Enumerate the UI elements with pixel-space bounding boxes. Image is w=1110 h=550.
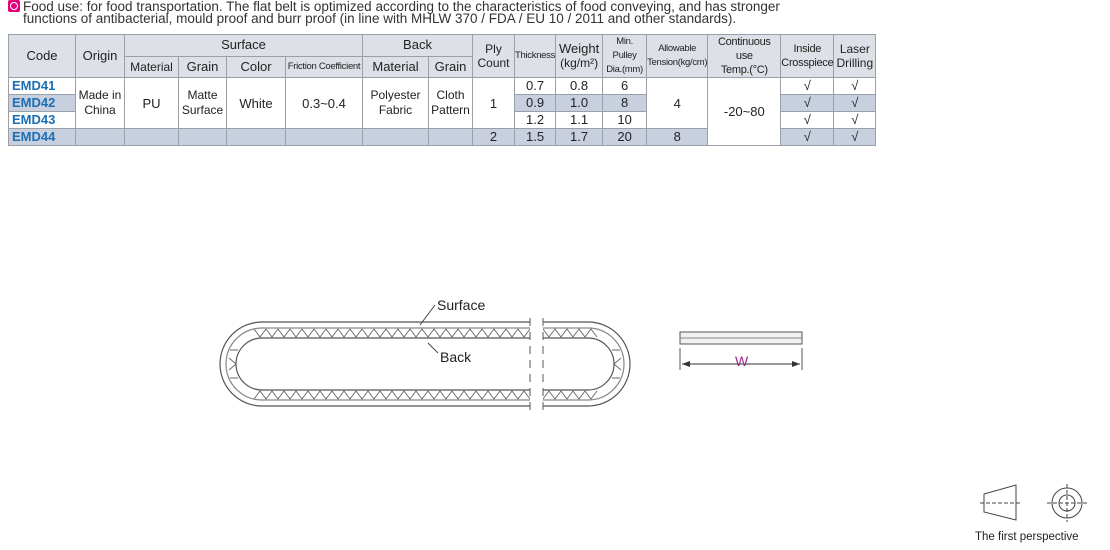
cell-empty: [428, 128, 473, 146]
cell-laser: √: [833, 128, 877, 146]
belt-cross-section: [679, 331, 803, 370]
belt-loop-right: [543, 321, 631, 407]
header-surface-color: Color: [226, 55, 286, 78]
cell-crosspiece: √: [780, 128, 835, 146]
belt-loop-left: [219, 321, 530, 407]
cell-origin-empty: [75, 128, 125, 146]
cell-pulley: 20: [602, 128, 648, 146]
bullet-icon: [8, 0, 20, 12]
cell-empty: [362, 128, 429, 146]
cell-thickness: 1.5: [513, 128, 557, 146]
header-weight: Weight(kg/m²): [555, 34, 604, 78]
leader-lines: [419, 304, 439, 354]
header-origin: Origin: [75, 34, 125, 78]
cell-thickness: 0.9: [513, 94, 557, 112]
header-thickness: Thickness: [513, 34, 557, 78]
cell-friction: 0.3~0.4: [285, 77, 363, 129]
width-label: W: [735, 353, 749, 369]
table-row: EMD44 2 1.5 1.7 20 8 √ √: [8, 128, 877, 146]
cell-laser: √: [833, 111, 877, 129]
surface-label: Surface: [437, 297, 486, 313]
table-row: EMD43 1.2 1.1 10 √ √: [8, 111, 877, 129]
break-lines: [529, 318, 544, 410]
cell-empty: [178, 128, 227, 146]
cell-ply: 2: [472, 128, 515, 146]
cell-surface-color: White: [226, 77, 286, 129]
header-surface-material: Material: [124, 55, 179, 78]
cell-empty: [285, 128, 363, 146]
cell-thickness: 1.2: [513, 111, 557, 129]
cell-crosspiece: √: [780, 94, 835, 112]
intro-line-2: functions of antibacterial, mould proof …: [23, 11, 737, 26]
cell-weight: 1.0: [555, 94, 604, 112]
header-surface: Surface: [124, 34, 363, 57]
table-row: EMD42 0.9 1.0 8 √ √: [8, 94, 877, 112]
cell-weight: 1.7: [555, 128, 604, 146]
cell-laser: √: [833, 94, 877, 112]
header-back-grain: Grain: [428, 55, 473, 78]
cell-weight: 1.1: [555, 111, 604, 129]
perspective-symbol-icon: [980, 484, 1087, 522]
row-code: EMD44: [8, 128, 76, 146]
cell-surface-material: PU: [124, 77, 179, 129]
cell-tension: 8: [646, 128, 709, 146]
intro-text: Food use: for food transportation. The f…: [8, 0, 1008, 25]
cell-temp: -20~80: [707, 77, 782, 146]
back-label: Back: [440, 349, 472, 365]
perspective-label: The first perspective: [975, 531, 1079, 543]
header-back: Back: [362, 34, 473, 57]
header-surface-grain: Grain: [178, 55, 227, 78]
cell-ply: 1: [472, 77, 515, 129]
row-code: EMD42: [8, 94, 76, 112]
intro-line-1: Food use: for food transportation. The f…: [23, 0, 780, 14]
